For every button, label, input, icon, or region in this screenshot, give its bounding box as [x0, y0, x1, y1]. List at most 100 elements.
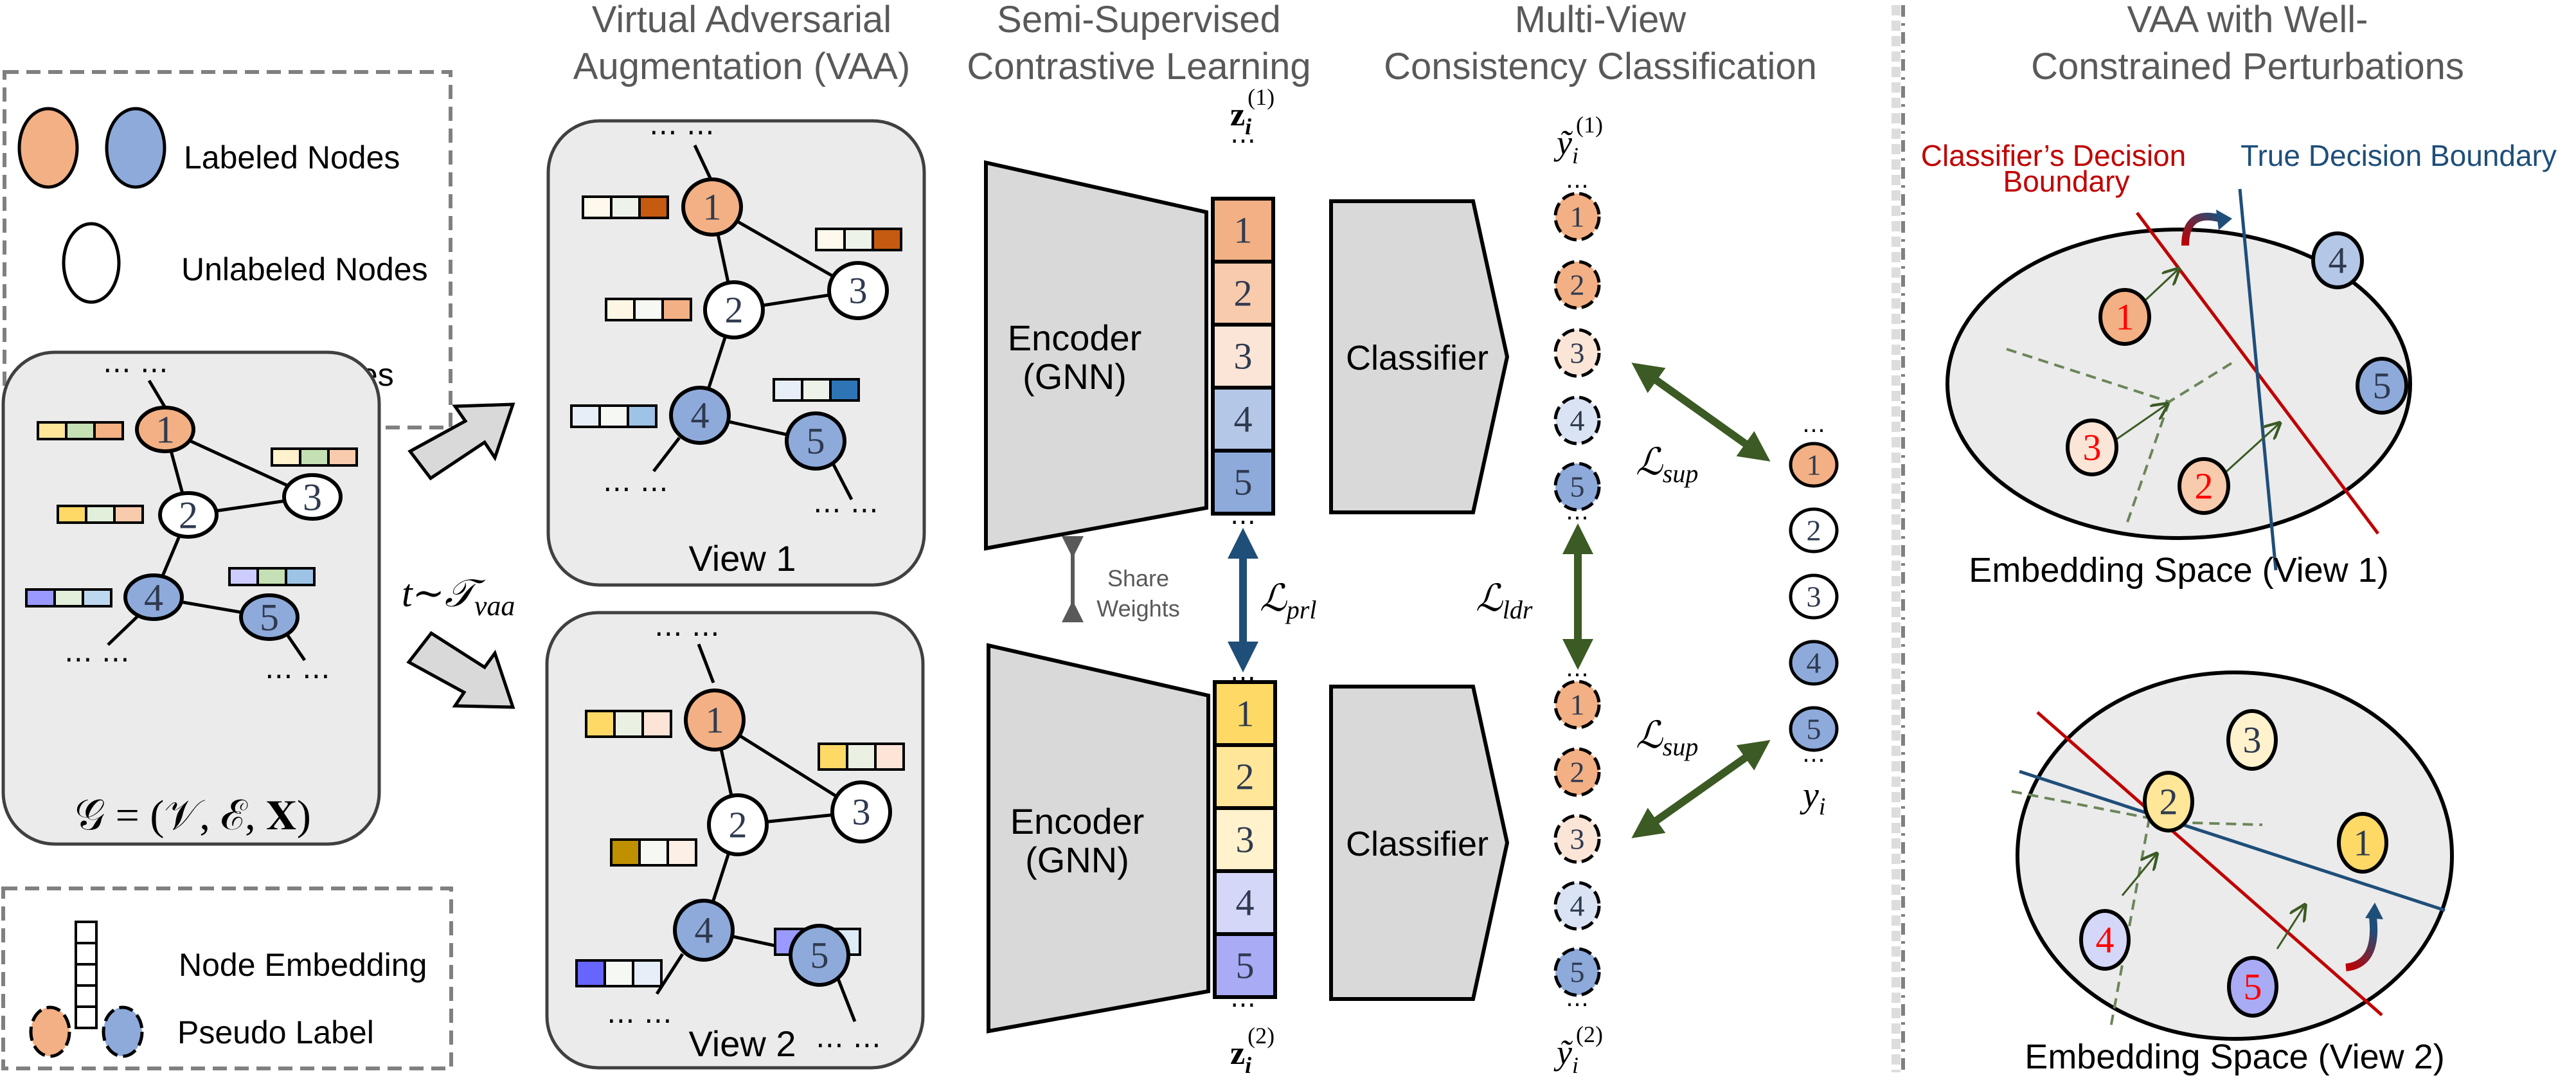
- legend-pseudo-label: Pseudo Label: [177, 1014, 374, 1050]
- title-vaa-line2: Augmentation (VAA): [573, 46, 910, 87]
- pseudo-label-circle: [1553, 680, 1601, 730]
- node-feature-vector: [228, 567, 316, 586]
- true-label-number: 3: [1807, 580, 1821, 613]
- z1-cell-5: 5: [1211, 449, 1275, 516]
- node-label: 5: [810, 935, 829, 977]
- z2-cell-1: 1: [1213, 680, 1277, 747]
- embedding-node-number: 3: [2243, 719, 2262, 761]
- legend-unlabeled-label: Unlabeled Nodes: [181, 251, 428, 287]
- y2-ellipsis-bottom: …: [1566, 986, 1589, 1012]
- feature-cell: [815, 228, 846, 251]
- v1-perturbation-region-b: [2125, 401, 2170, 526]
- feature-cell: [632, 959, 663, 987]
- feature-cell: [638, 838, 669, 867]
- share-weights-line2: Weights: [1096, 595, 1179, 622]
- node-label: 2: [729, 804, 747, 846]
- vaa-sampler: t∼𝒯vaa: [402, 572, 515, 622]
- z1-label: zi(1): [1230, 84, 1275, 140]
- arrow-to-view2-icon: [406, 631, 515, 709]
- pseudo-label-number: 3: [1570, 823, 1585, 856]
- embedding-node-circle: [2337, 812, 2388, 874]
- graph-node-2: 2: [707, 793, 769, 856]
- feature-cell: [661, 298, 692, 321]
- pseudo-label-v2-5: 5: [1553, 947, 1601, 997]
- true-boundary-label: True Decision Boundary: [2241, 139, 2557, 172]
- node-label: 3: [849, 270, 868, 312]
- legend-border: [3, 70, 452, 429]
- sup-loss-label-top: ℒsup: [1636, 441, 1698, 488]
- encoder-bottom-label-line2: (GNN): [1025, 840, 1129, 880]
- embedding-node-circle: [2356, 357, 2408, 415]
- feature-cell: [575, 959, 606, 987]
- node-label: 5: [807, 420, 825, 462]
- embedding-node-number: 1: [2116, 296, 2134, 338]
- graph-ellipsis: ⋯ ⋯: [816, 1029, 881, 1061]
- legend-bottom: Node Embedding Pseudo Label: [1, 887, 453, 1070]
- pseudo-label-circle: [1553, 881, 1601, 931]
- z2-cell-4: 4: [1213, 869, 1277, 936]
- true-label-number: 2: [1807, 514, 1821, 547]
- node-feature-vector: [582, 195, 669, 219]
- pseudo-label-number: 5: [1570, 956, 1585, 989]
- graph-node-4: 4: [123, 573, 184, 621]
- title-mvcc-line2: Consistency Classification: [1384, 46, 1817, 87]
- encoder-view2: Encoder (GNN): [987, 643, 1210, 1034]
- embedding-node-circle: [2079, 909, 2131, 971]
- graph-node-1: 1: [681, 177, 743, 237]
- v2-classifier-boundary-line: [2036, 711, 2383, 1016]
- v2-rotation-arrow-icon: [2345, 917, 2377, 971]
- encoder-top-label-line2: (GNN): [1023, 356, 1127, 397]
- pseudo-label-circle: [1553, 328, 1601, 378]
- feature-cell: [627, 404, 657, 428]
- feature-cell: [582, 195, 613, 219]
- es-v1-node-4: 4: [2311, 231, 2364, 289]
- legend-bottom-border: [1, 887, 453, 1070]
- graph-ellipsis: ⋯ ⋯: [649, 116, 715, 148]
- node-circle: [827, 261, 889, 320]
- feature-cell: [598, 404, 629, 428]
- embedding-cell-label: 3: [1234, 336, 1253, 377]
- embedding-node-circle: [2311, 231, 2364, 289]
- original-graph-box: [1, 350, 381, 846]
- es-v2-node-2: 2: [2143, 771, 2194, 833]
- y2-ellipsis-top: …: [1566, 656, 1589, 682]
- pseudo-label-number: 1: [1570, 201, 1585, 233]
- embedding-cell-label: 4: [1236, 882, 1255, 924]
- graph-formula: 𝒢 = (𝒱, ℰ, 𝐗): [75, 792, 311, 839]
- embedding-cell: [1213, 680, 1277, 747]
- graph-node-4: 4: [673, 899, 735, 962]
- pseudo-label-number: 4: [1570, 404, 1585, 437]
- embedding-node-number: 4: [2096, 919, 2115, 961]
- pseudo-label-circle: [1553, 747, 1601, 797]
- true-label-circle: [1789, 706, 1839, 752]
- title-sscl-line2: Contrastive Learning: [967, 46, 1310, 87]
- pseudo-label-v1-3: 3: [1553, 328, 1601, 378]
- graph-node-3: 3: [282, 473, 343, 521]
- graph-edge-dangling: [147, 379, 167, 409]
- embedding-node-number: 5: [2244, 966, 2262, 1008]
- v1-true-boundary-line: [2238, 188, 2278, 571]
- graph-node-1: 1: [684, 688, 746, 752]
- feature-cell: [843, 228, 874, 251]
- feature-cell: [585, 710, 616, 738]
- feature-cell: [874, 742, 905, 771]
- es-v2-node-1: 1: [2337, 812, 2388, 874]
- encoder-view1: Encoder (GNN): [984, 160, 1208, 551]
- feature-cell: [53, 588, 84, 608]
- true-label-number: 4: [1807, 647, 1821, 680]
- node-feature-vector: [57, 505, 144, 524]
- feature-cell: [610, 838, 641, 867]
- pseudo-label-v1-5: 5: [1553, 462, 1601, 512]
- true-labels-symbol: yi: [1800, 775, 1825, 820]
- graph-edge-dangling: [652, 437, 681, 473]
- unlabeled-node-icon: [62, 222, 121, 304]
- true-label-circle: [1789, 640, 1839, 686]
- es-v1-node-2: 2: [2178, 457, 2230, 515]
- true-label-4: 4: [1789, 640, 1839, 686]
- feature-cell: [666, 838, 697, 867]
- embedding-node-circle: [2178, 457, 2230, 515]
